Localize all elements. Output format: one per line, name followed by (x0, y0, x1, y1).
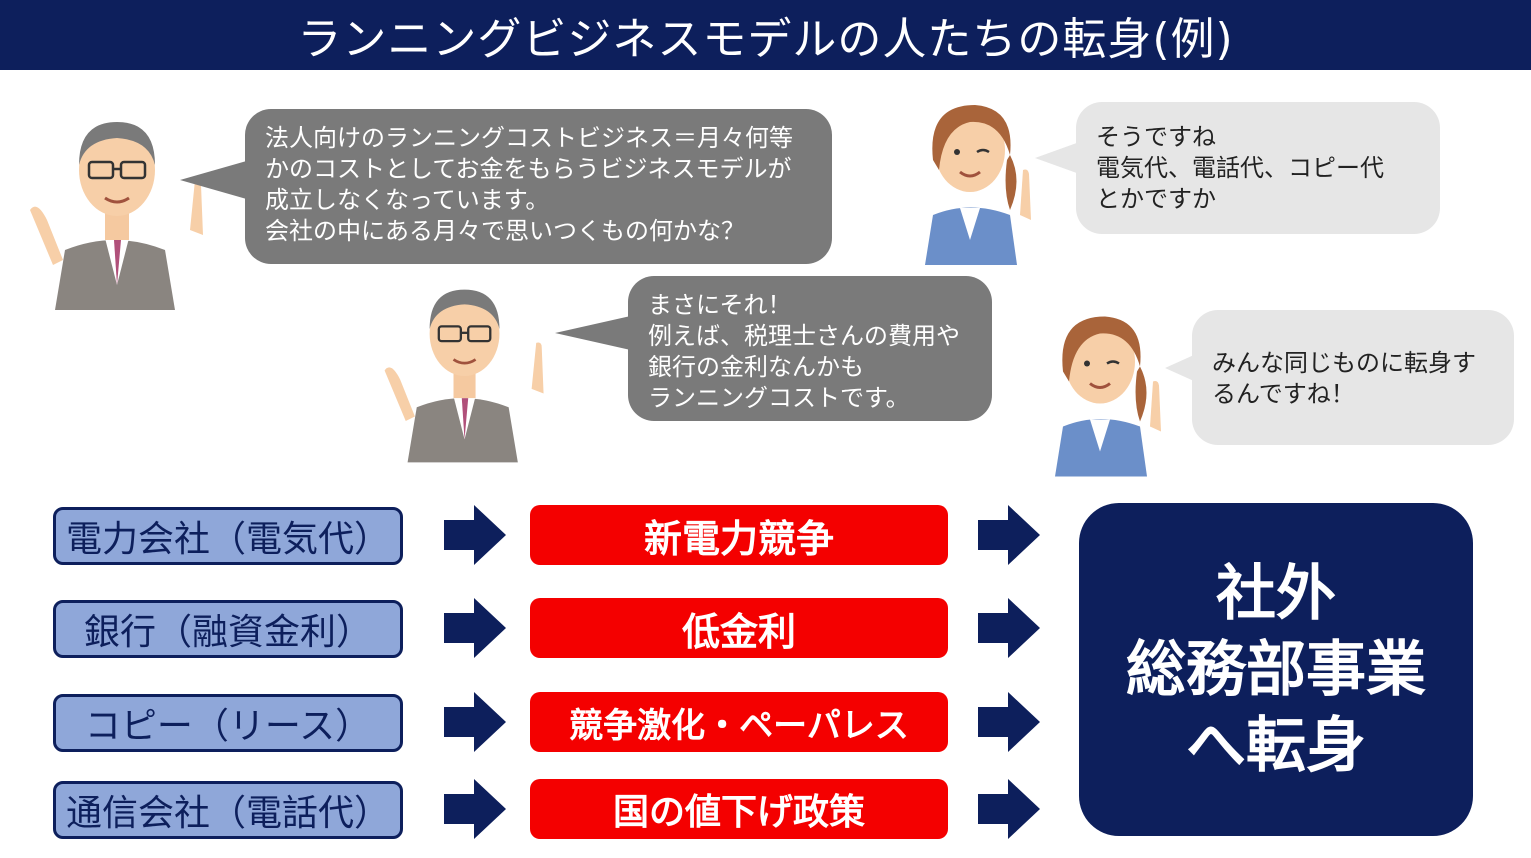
result-line-1: 社外 (1216, 558, 1336, 629)
result-line-2: 総務部事業 (1126, 634, 1426, 705)
businesswoman-illustration (1055, 316, 1161, 477)
speech-bubble-man-2: まさにそれ！ 例えば、税理士さんの費用や 銀行の金利なんかも ランニングコストで… (628, 276, 992, 421)
businessman-illustration (384, 289, 544, 463)
source-box-bank: 銀行（融資金利） (53, 600, 403, 658)
speech-bubble-woman-2: みんな同じものに転身す るんですね！ (1192, 310, 1514, 445)
page-title: ランニングビジネスモデルの人たちの転身(例) (297, 14, 1234, 65)
arrow-right-icon (444, 692, 506, 752)
arrow-right-icon (978, 692, 1040, 752)
cause-box-low-rate: 低金利 (530, 598, 948, 658)
businessman-illustration (30, 122, 203, 310)
arrow-right-icon (444, 779, 506, 839)
result-line-3: へ転身 (1186, 710, 1366, 781)
source-box-electric: 電力会社（電気代） (53, 507, 403, 565)
businesswoman-illustration (925, 105, 1031, 265)
bubble-tail (555, 315, 635, 351)
arrow-right-icon (978, 505, 1040, 565)
source-box-telecom: 通信会社（電話代） (53, 781, 403, 839)
title-bar: ランニングビジネスモデルの人たちの転身(例) (0, 0, 1531, 70)
speech-bubble-man-1: 法人向けのランニングコストビジネス＝月々何等 かのコストとしてお金をもらうビジネ… (245, 109, 832, 264)
cause-box-paperless: 競争激化・ペーパレス (530, 692, 948, 752)
arrow-right-icon (978, 779, 1040, 839)
bubble-tail (180, 160, 250, 200)
arrow-right-icon (978, 598, 1040, 658)
speech-bubble-woman-1: そうですね 電気代、電話代、コピー代 とかですか (1076, 102, 1440, 234)
result-box: 社外 総務部事業 へ転身 (1079, 503, 1473, 836)
arrow-right-icon (444, 505, 506, 565)
arrow-right-icon (444, 598, 506, 658)
source-box-copy: コピー（リース） (53, 694, 403, 752)
cause-box-new-power: 新電力競争 (530, 505, 948, 565)
cause-box-policy: 国の値下げ政策 (530, 779, 948, 839)
